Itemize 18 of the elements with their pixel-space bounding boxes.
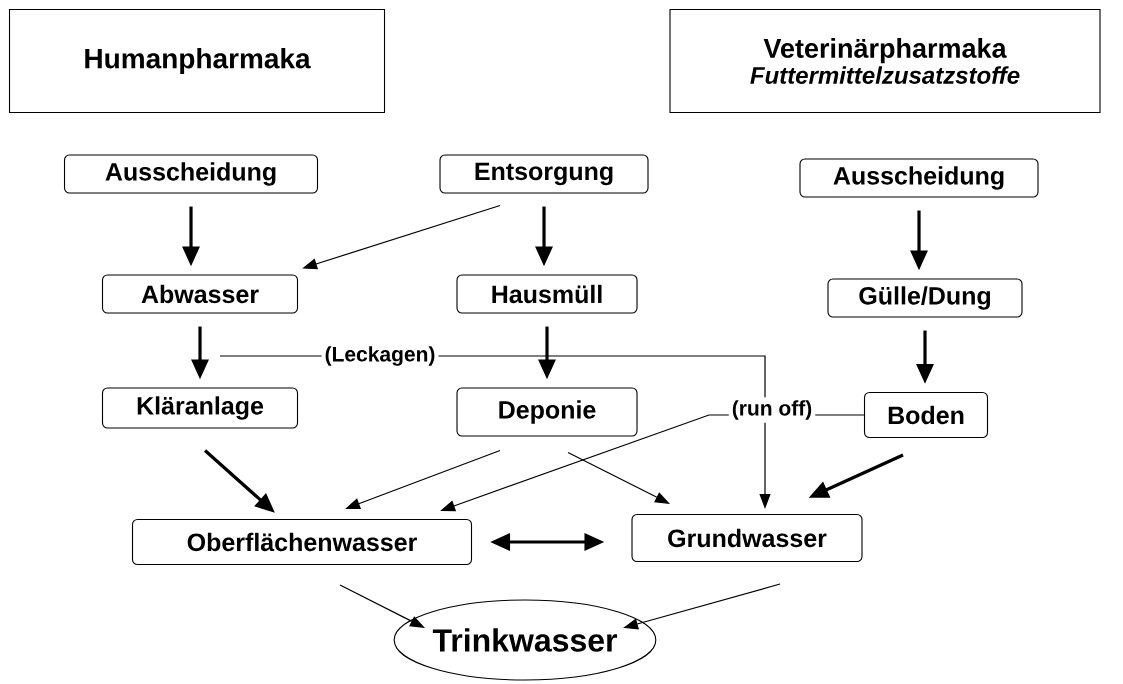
process-box: Oberflächenwasser (131, 518, 473, 566)
ellipse-node: Trinkwasser (393, 599, 657, 681)
process-box: Entsorgung (439, 154, 649, 194)
process-box: Deponie (456, 387, 638, 437)
header-box: Humanpharmaka (8, 8, 386, 114)
process-box: Abwasser (101, 274, 299, 314)
process-box: Kläranlage (101, 387, 299, 429)
arrow (339, 584, 425, 628)
process-box: Grundwasser (631, 513, 863, 563)
process-box: Boden (863, 391, 989, 439)
edge-label: (Leckagen) (321, 343, 439, 369)
arrow (567, 451, 670, 504)
process-box: Ausscheidung (63, 154, 319, 194)
edge-label: (run off) (728, 397, 816, 423)
header-box: Veterinärpharmaka Futtermittelzusatzstoffe (669, 8, 1101, 114)
process-box: Ausscheidung (799, 158, 1039, 198)
process-box: Gülle/Dung (827, 278, 1023, 318)
process-box: Hausmüll (456, 274, 638, 314)
